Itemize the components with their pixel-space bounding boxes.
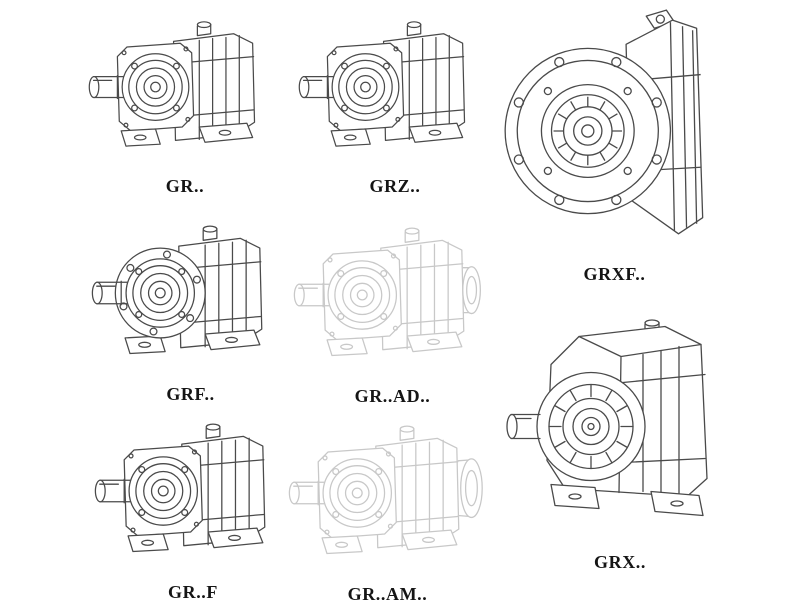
figure-label-gr-am: GR..AM.. <box>347 584 428 604</box>
figure-grf: GRF.. <box>88 206 293 405</box>
gearbox-foot-drawing <box>295 2 495 174</box>
figure-grz: GRZ.. <box>295 2 495 197</box>
figure-label-gr: GR.. <box>165 176 205 196</box>
figure-label-grxf: GRXF.. <box>583 264 646 284</box>
figure-grx: GRX.. <box>495 300 745 573</box>
figure-gr-ad: GR..AD.. <box>290 208 495 407</box>
gearbox-large-foot-drawing <box>495 300 745 550</box>
gearbox-input-adapter-drawing <box>290 208 495 384</box>
gearbox-flange-foot-drawing <box>88 206 293 382</box>
figure-label-gr-f: GR..F <box>168 582 218 602</box>
figure-gr: GR.. <box>85 2 285 197</box>
gearbox-motor-adapter-drawing <box>285 406 490 582</box>
figure-label-gr-ad: GR..AD.. <box>354 386 431 406</box>
figure-label-grz: GRZ.. <box>369 176 421 196</box>
figure-grxf: GRXF.. <box>492 0 737 285</box>
gearbox-foot-drawing <box>85 2 285 174</box>
gearbox-flange-face-drawing <box>494 0 736 262</box>
figure-gr-am: GR..AM.. <box>285 406 490 605</box>
figure-gr-f: GR..F <box>88 404 298 603</box>
figure-label-grf: GRF.. <box>166 384 215 404</box>
figure-label-grx: GRX.. <box>594 552 646 572</box>
gearbox-foot-drawing <box>91 404 296 580</box>
